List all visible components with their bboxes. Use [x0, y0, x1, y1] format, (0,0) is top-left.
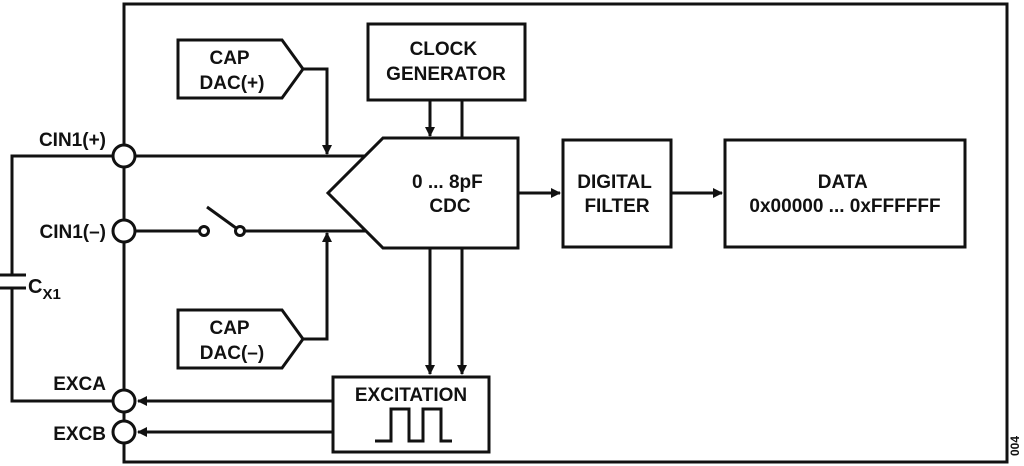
pin-exca	[111, 388, 137, 414]
capacitor-label: CX1	[28, 276, 61, 303]
digital-filter-label: DIGITAL FILTER	[577, 172, 657, 217]
clock-generator-block	[366, 22, 527, 102]
cap-dac-neg-arrow	[303, 232, 332, 341]
pin-label-cin1-pos: CIN1(+)	[39, 130, 106, 151]
pin-label-cin1-neg: CIN1(–)	[39, 222, 106, 243]
cin1-neg-switch	[135, 205, 370, 237]
pin-cin1-pos	[111, 143, 137, 169]
pin-excb	[111, 419, 137, 445]
cap-dac-pos-block	[176, 38, 305, 100]
cap-dac-pos-label: CAP DAC(+)	[200, 48, 265, 94]
cap-dac-pos-arrow	[303, 67, 332, 155]
cap-dac-neg-label: CAP DAC(–)	[200, 318, 264, 364]
external-capacitor-wiring	[0, 154, 112, 403]
digital-filter-block	[561, 138, 673, 249]
data-label: DATA 0x00000 ... 0xFFFFFF	[749, 172, 940, 217]
pin-cin1-neg	[111, 218, 137, 244]
figure-id: 004	[1008, 436, 1022, 456]
excitation-label: EXCITATION	[355, 385, 467, 406]
clock-generator-label: CLOCK GENERATOR	[386, 39, 506, 85]
cap-dac-neg-block	[176, 308, 305, 370]
cdc-label: 0 ... 8pF CDC	[412, 172, 488, 217]
cdc-block	[325, 136, 520, 250]
pin-label-exca: EXCA	[53, 374, 106, 395]
data-block	[723, 138, 967, 249]
pin-label-excb: EXCB	[53, 424, 106, 445]
square-wave-icon	[375, 407, 452, 443]
